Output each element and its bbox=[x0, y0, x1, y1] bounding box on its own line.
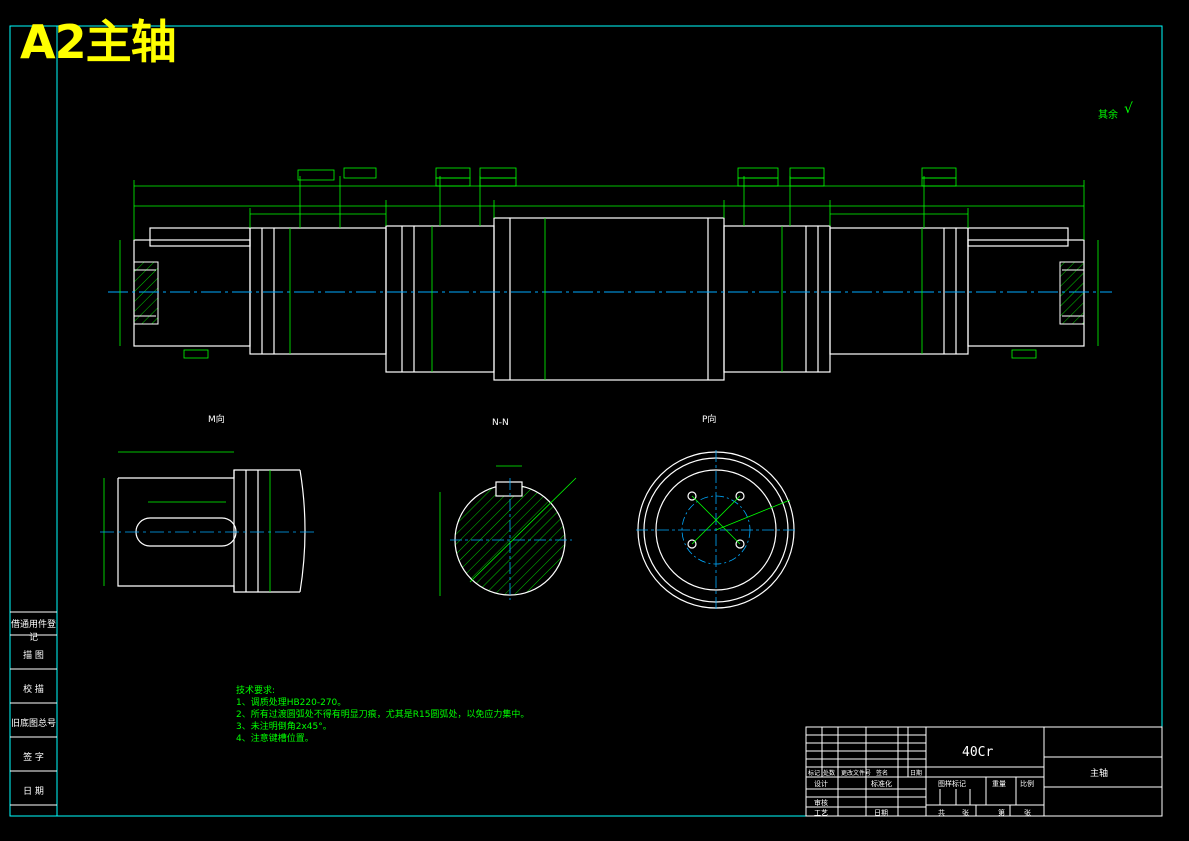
dimension-lines bbox=[119, 176, 1099, 380]
side-cell-4: 旧底图总号 bbox=[10, 719, 56, 729]
tb-sheets-total: 共 bbox=[938, 809, 945, 817]
material: 40Cr bbox=[962, 745, 994, 760]
sheet-title: A2主轴 bbox=[20, 15, 177, 69]
tech-note-3: 3、未注明倒角2x45°。 bbox=[236, 722, 332, 732]
center-hole-right bbox=[1059, 261, 1085, 325]
side-cell-3: 校 描 bbox=[23, 685, 44, 695]
n-section bbox=[439, 465, 577, 600]
shaft-segment-2 bbox=[249, 227, 387, 355]
tb-date: 日期 bbox=[910, 770, 923, 777]
shaft-segment-middle bbox=[493, 217, 725, 381]
shaft-segment-6 bbox=[829, 227, 969, 355]
outer-frame bbox=[9, 25, 1163, 817]
m-view bbox=[100, 451, 318, 593]
side-cell-5: 签 字 bbox=[23, 753, 44, 763]
tech-notes-heading: 技术要求: bbox=[236, 686, 276, 696]
tech-note-1: 1、调质处理HB220-270。 bbox=[236, 698, 347, 708]
tb-sheet-unit: 张 bbox=[962, 809, 969, 817]
tb-count: 处数 bbox=[823, 770, 836, 777]
p-view bbox=[636, 450, 796, 610]
shaft-segment-5 bbox=[723, 225, 831, 373]
tech-note-2: 2、所有过渡圆弧处不得有明显刀痕，尤其是R15圆弧处，以免应力集中。 bbox=[236, 710, 530, 720]
tb-standardize: 标准化 bbox=[871, 780, 892, 788]
side-cell-6: 日 期 bbox=[23, 787, 44, 797]
tb-weight: 重量 bbox=[992, 780, 1006, 788]
tb-process: 工艺 bbox=[814, 809, 828, 817]
tb-signature: 签名 bbox=[876, 770, 889, 777]
tolerance-frames bbox=[183, 167, 1037, 359]
tb-scale: 比例 bbox=[1020, 780, 1034, 788]
title-block-grid bbox=[805, 726, 1163, 817]
tb-stage-mark: 图样标记 bbox=[938, 780, 966, 788]
inner-frame bbox=[56, 25, 1163, 817]
view-label-m: M向 bbox=[208, 415, 225, 425]
tb-mark: 标记 bbox=[808, 770, 821, 777]
tb-review: 审核 bbox=[814, 799, 828, 807]
side-cell-2: 描 图 bbox=[23, 651, 44, 661]
view-label-p: P向 bbox=[702, 415, 717, 425]
keyway-right bbox=[967, 227, 1069, 247]
tb-design: 设计 bbox=[814, 780, 828, 788]
tb-change-doc: 更改文件号 bbox=[841, 770, 872, 777]
tech-note-4: 4、注意键槽位置。 bbox=[236, 734, 314, 744]
center-hole-left bbox=[133, 261, 159, 325]
keyway-left bbox=[149, 227, 251, 247]
tb-sheet-unit-2: 张 bbox=[1024, 809, 1031, 817]
tb-date-2: 日期 bbox=[874, 809, 888, 817]
surface-note: 其余 bbox=[1098, 110, 1118, 121]
part-name: 主轴 bbox=[1090, 769, 1109, 779]
main-shaft-view bbox=[133, 217, 1085, 381]
tb-sheet-no: 第 bbox=[998, 809, 1005, 817]
side-cell-1: 借通用件登记 bbox=[10, 620, 56, 643]
view-label-n: N-N bbox=[492, 418, 509, 428]
side-table-grid bbox=[10, 611, 57, 806]
roughness-icon: √ bbox=[1124, 101, 1133, 117]
